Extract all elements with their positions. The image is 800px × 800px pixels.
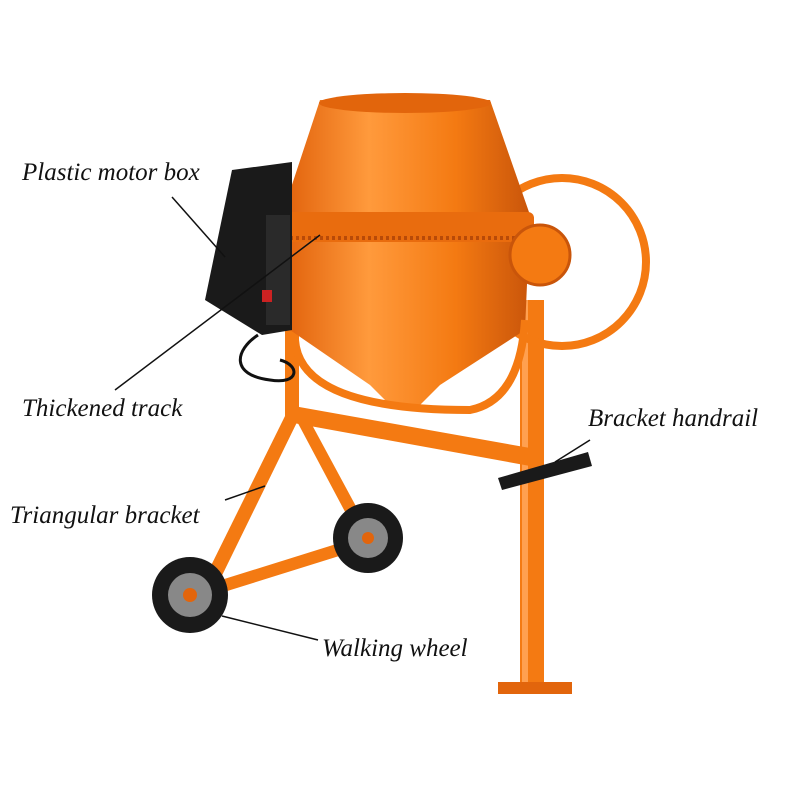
walking-wheel-back — [333, 503, 403, 573]
label-walking-wheel: Walking wheel — [322, 635, 468, 662]
gear-lock — [508, 223, 572, 287]
mixing-drum — [272, 93, 534, 415]
label-bracket-handrail: Bracket handrail — [588, 405, 759, 432]
plastic-motor-box — [205, 162, 296, 383]
label-plastic-motor-box: Plastic motor box — [22, 159, 200, 186]
bracket-handrail — [498, 452, 592, 490]
stand-post — [498, 300, 572, 694]
walking-wheel-front — [152, 557, 228, 633]
label-triangular-bracket: Triangular bracket — [10, 502, 200, 529]
label-thickened-track: Thickened track — [22, 395, 183, 422]
leader-lines — [114, 196, 591, 641]
cross-bar — [288, 405, 530, 466]
